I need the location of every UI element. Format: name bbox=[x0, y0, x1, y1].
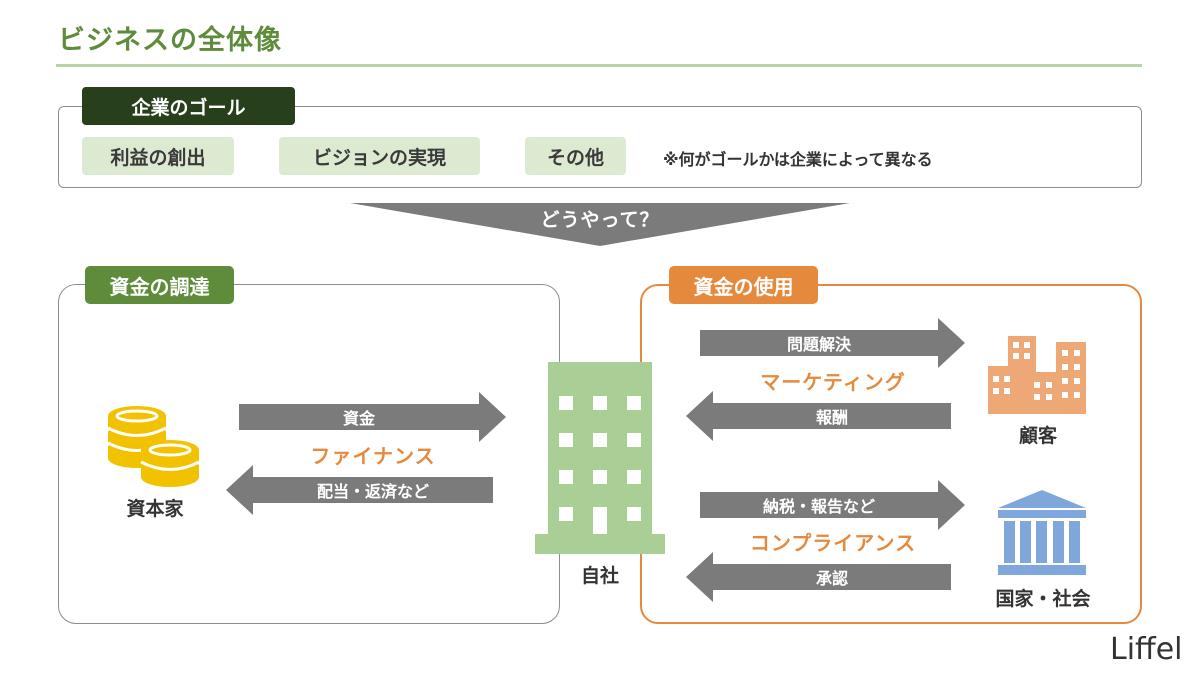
goal-box bbox=[58, 106, 1142, 188]
state-label: 国家・社会 bbox=[995, 588, 1091, 610]
goal-item-vision: ビジョンの実現 bbox=[279, 137, 480, 175]
goal-item-profit: 利益の創出 bbox=[82, 137, 234, 175]
marketing-label: マーケティング bbox=[760, 370, 906, 394]
finance-label: ファイナンス bbox=[310, 444, 436, 468]
brand-logo: Liffel bbox=[1110, 632, 1183, 667]
page-title: ビジネスの全体像 bbox=[58, 25, 282, 56]
arrow-funding-out bbox=[226, 465, 493, 515]
customer-label: 顧客 bbox=[1018, 425, 1057, 447]
arrow-customer-in bbox=[686, 391, 951, 441]
arrow-state-in bbox=[686, 552, 951, 602]
government-building-icon bbox=[998, 490, 1086, 575]
coins-icon bbox=[107, 406, 200, 487]
goal-tag: 企業のゴール bbox=[82, 87, 295, 125]
goal-note: ※何がゴールかは企業によって異なる bbox=[663, 150, 933, 169]
funding-tag: 資金の調達 bbox=[85, 266, 234, 304]
arrow-funding-in bbox=[239, 392, 506, 442]
how-label: どうやって？ bbox=[540, 209, 660, 231]
arrow-funding-out-label: 配当・返済など bbox=[316, 482, 429, 501]
goal-item-other: その他 bbox=[525, 137, 626, 175]
company-building-icon bbox=[535, 362, 665, 554]
arrow-state-in-label: 承認 bbox=[815, 569, 848, 588]
compliance-label: コンプライアンス bbox=[749, 531, 917, 555]
customer-buildings-icon bbox=[988, 336, 1086, 414]
how-funnel-arrow bbox=[350, 203, 850, 246]
usage-tag: 資金の使用 bbox=[669, 266, 818, 304]
investor-label: 資本家 bbox=[126, 498, 184, 520]
arrow-state-out-label: 納税・報告など bbox=[762, 497, 875, 516]
arrow-customer-out-label: 問題解決 bbox=[786, 335, 851, 354]
arrow-customer-out bbox=[700, 318, 965, 368]
company-label: 自社 bbox=[580, 565, 619, 587]
title-divider bbox=[56, 64, 1142, 67]
arrow-state-out bbox=[700, 480, 965, 530]
arrow-funding-in-label: 資金 bbox=[342, 409, 375, 428]
arrow-customer-in-label: 報酬 bbox=[815, 408, 848, 427]
